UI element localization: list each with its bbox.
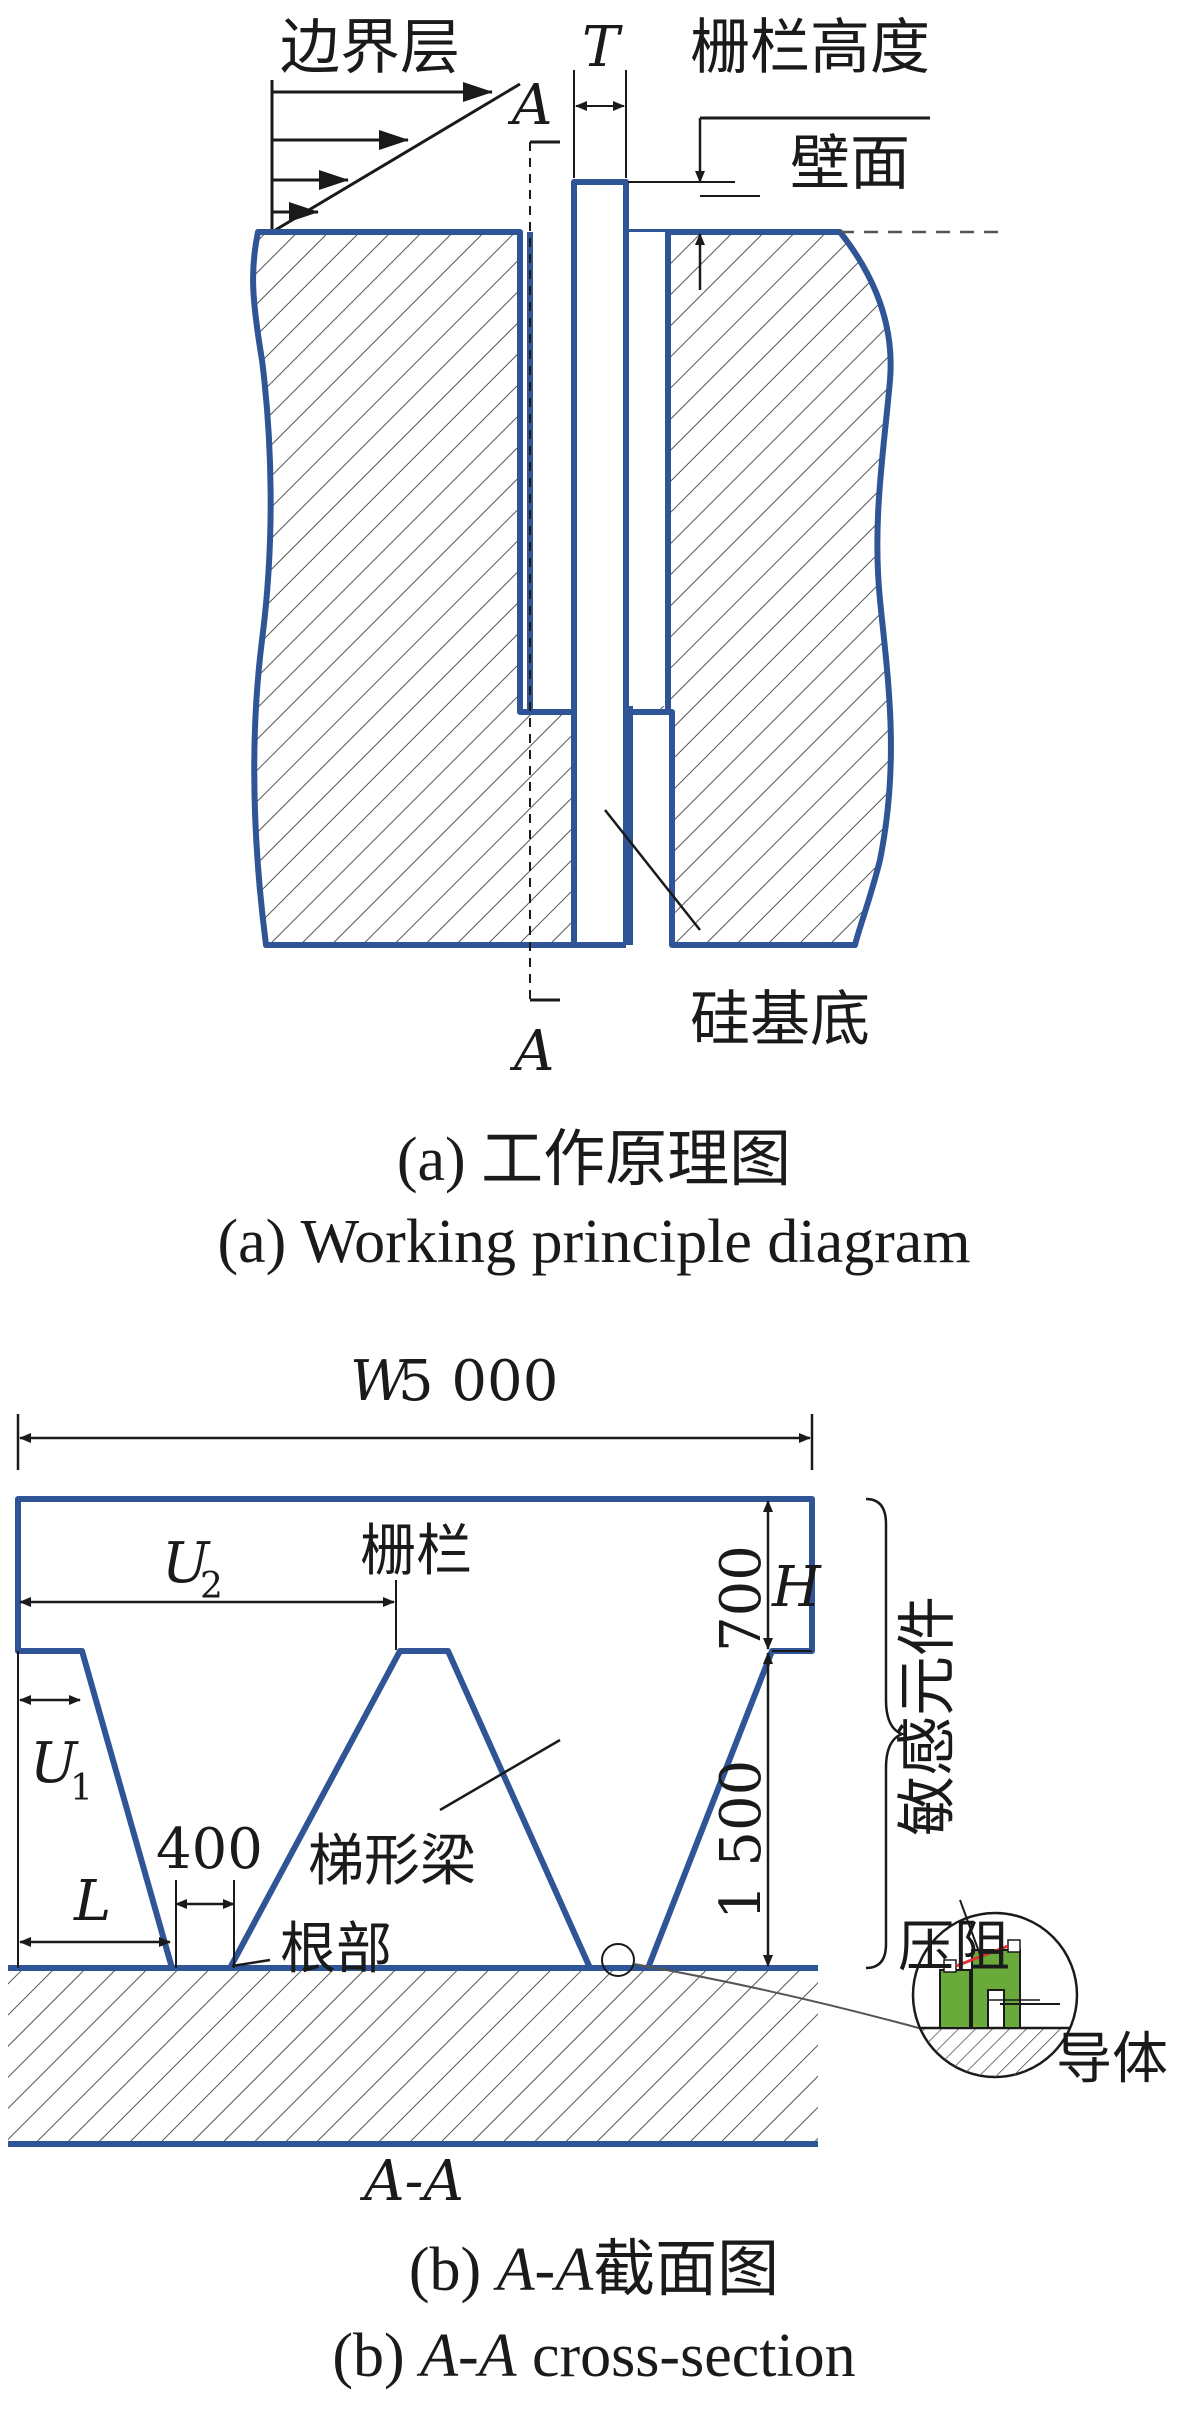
- thickness-t-label: T: [582, 15, 623, 80]
- substrate-block: [8, 1968, 818, 2144]
- height-dimensions: [763, 1500, 812, 1967]
- boundary-layer-profile: [270, 80, 521, 234]
- height-700-value: 700: [709, 1545, 774, 1652]
- sensitive-element-label: 敏感元件: [893, 1596, 963, 1836]
- u2-subscript: 2: [200, 1566, 223, 1607]
- substrate-label: 硅基底: [690, 985, 870, 1055]
- zoom-leader-line: [633, 1963, 927, 2031]
- width-w-value: 5 000: [398, 1349, 558, 1414]
- height-h-label: H: [771, 1555, 822, 1620]
- beam-leader-line: [439, 1738, 561, 1812]
- u2-dimension: [19, 1580, 397, 1650]
- section-marker-a-top: A: [507, 73, 552, 138]
- fence-plate: [571, 179, 629, 945]
- section-marker-a-bottom: A: [509, 1019, 554, 1084]
- width-w-symbol: W: [350, 1349, 412, 1414]
- height-1500-value: 1 500: [709, 1760, 774, 1920]
- root-width-value: 400: [156, 1817, 263, 1882]
- trapezoid-beam-label: 梯形梁: [308, 1829, 476, 1894]
- thickness-t-dimension: [573, 70, 627, 178]
- root-label: 根部: [280, 1917, 392, 1982]
- width-w-dimension: [16, 1414, 814, 1470]
- piezoresistor-zoom-detail: [911, 1899, 1079, 2079]
- u1-dimension: [17, 1651, 81, 1968]
- zoom-origin-marker: [601, 1943, 635, 1977]
- conductor-label: 导体: [1056, 2027, 1168, 2092]
- panel-b-cross-section: W 5 000 栅栏 U 2 U 1 L 400: [8, 1349, 1168, 2390]
- substrate-leader-line: [604, 809, 701, 931]
- boundary-layer-label: 边界层: [280, 13, 460, 83]
- piezoresistor-label: 压阻: [898, 1915, 1010, 1980]
- caption-a-cn: (a) 工作原理图: [397, 1126, 791, 1194]
- caption-a-en: (a) Working principle diagram: [217, 1208, 970, 1276]
- section-line-a-a: [529, 140, 560, 1002]
- panel-a-working-principle: 边界层 A A T: [217, 13, 1000, 1276]
- u1-subscript: 1: [70, 1768, 93, 1809]
- caption-b-en: (b) A-A cross-section: [332, 2322, 855, 2390]
- section-a-a-label: A-A: [359, 2149, 464, 2214]
- fence-height-dimension: [628, 116, 1000, 290]
- wall-label: 壁面: [790, 129, 910, 199]
- root-width-dimension: [175, 1880, 235, 1968]
- right-wall-block: [627, 229, 894, 948]
- caption-b-cn: (b) A-A截面图: [409, 2236, 779, 2304]
- sensitive-element-brace: [865, 1497, 906, 1970]
- root-leader-line: [231, 1958, 271, 1968]
- fence-label: 栅栏: [360, 1519, 472, 1584]
- u2-label: U: [162, 1531, 211, 1596]
- fence-height-label: 栅栏高度: [690, 13, 930, 83]
- u1-label: U: [30, 1731, 79, 1796]
- l-label: L: [73, 1869, 111, 1934]
- left-wall-block: [250, 229, 583, 948]
